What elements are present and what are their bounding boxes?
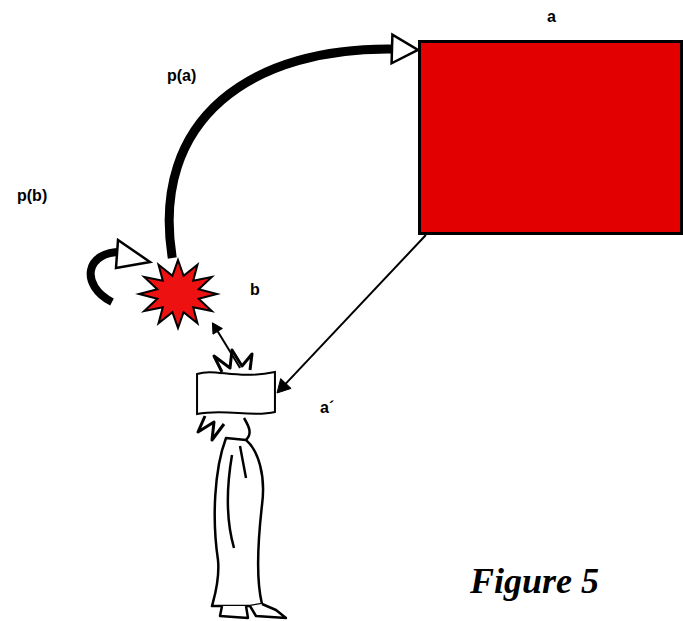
red-rectangle: a — [418, 40, 683, 235]
probability-label: p(b) — [15, 186, 49, 205]
band-svg — [195, 368, 277, 418]
arrow-head — [116, 240, 150, 268]
band-shape — [197, 372, 275, 414]
connector — [212, 323, 240, 368]
arrow-head — [392, 35, 418, 64]
figure-caption: Figure 5 — [470, 560, 599, 603]
connector-line — [283, 235, 426, 386]
person-figure — [198, 350, 286, 618]
node-label: a — [547, 7, 556, 26]
starburst-shape — [139, 260, 217, 328]
arrow-head — [212, 323, 222, 334]
arrow-head — [277, 379, 291, 393]
starburst-svg — [137, 258, 219, 330]
connector — [277, 235, 426, 393]
node-label: a´ — [320, 398, 334, 417]
connector-line — [169, 49, 400, 258]
figure-caption-holder: Figure 5 — [470, 560, 599, 603]
blindfold-band: a´ — [195, 368, 277, 418]
red-starburst: b — [137, 258, 219, 330]
probability-label-holder: p(b) — [15, 186, 49, 205]
edge-label: p(a) — [165, 66, 198, 85]
node-label: b — [250, 280, 260, 299]
connector-line — [216, 329, 240, 368]
edge-label-holder: p(a) — [165, 66, 198, 85]
connector — [169, 35, 418, 258]
